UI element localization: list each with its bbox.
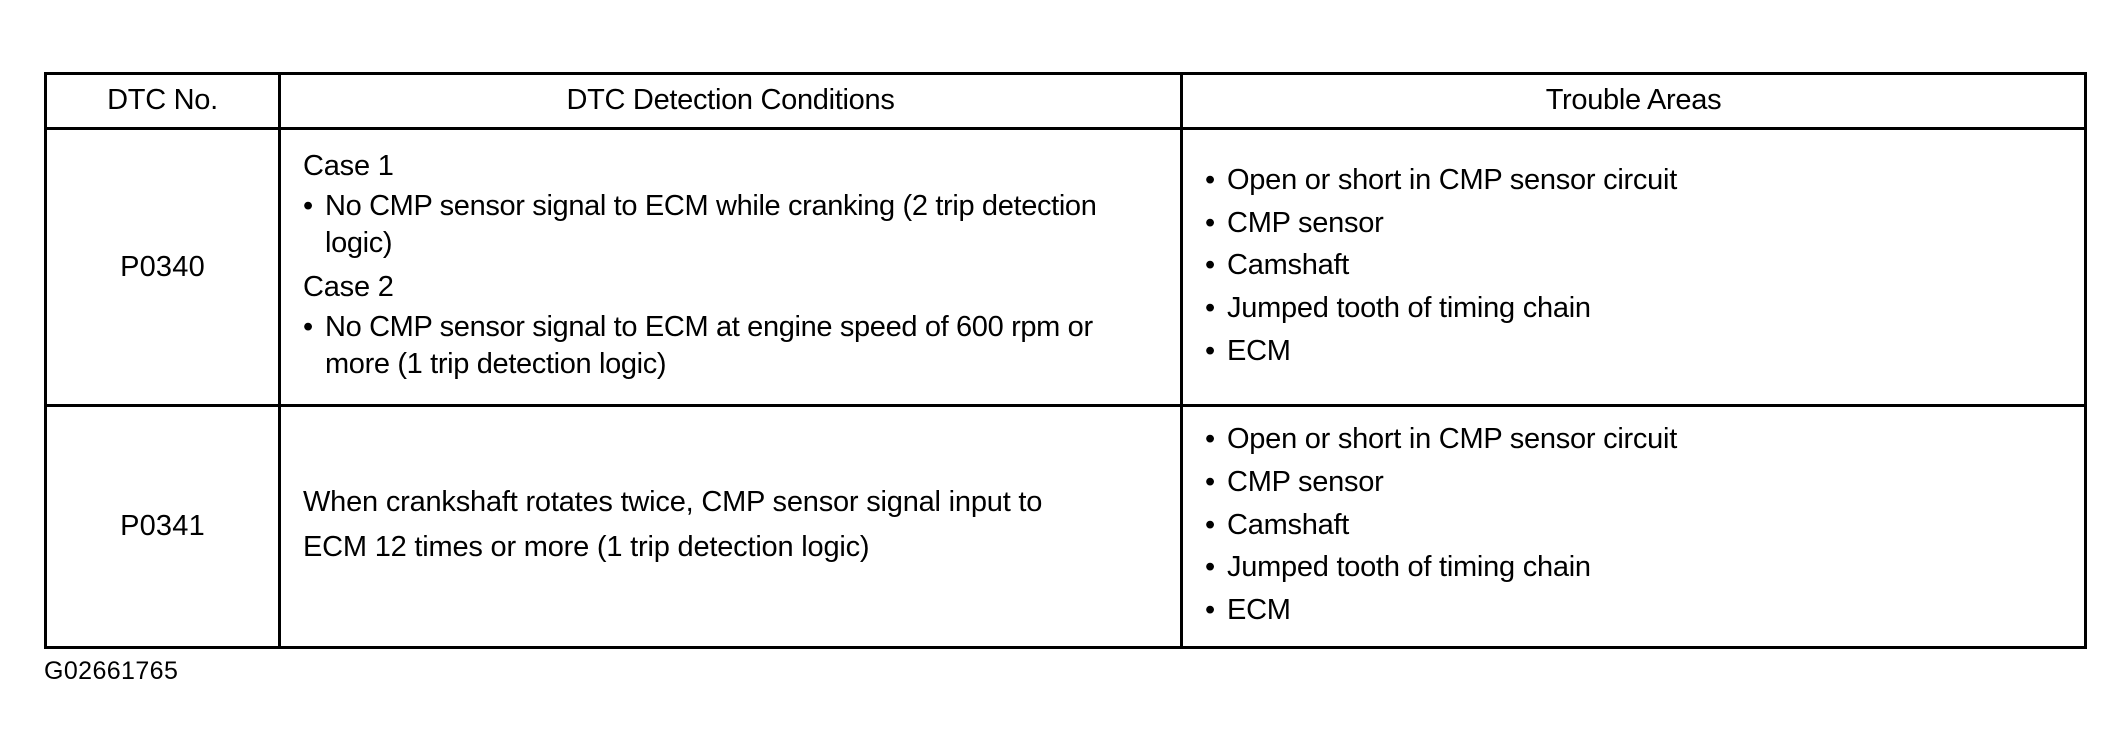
column-header-dtc-no: DTC No. xyxy=(44,72,281,130)
bullet-icon: • xyxy=(1205,334,1215,367)
condition-line: No CMP sensor signal to ECM at engine sp… xyxy=(325,310,1093,343)
table-body: P0340 Case 1 • No CMP sensor signal to E… xyxy=(44,126,2087,649)
condition-line: more (1 trip detection logic) xyxy=(325,348,667,381)
trouble-area-label: ECM xyxy=(1227,334,1291,367)
bullet-icon: • xyxy=(1205,423,1215,456)
bullet-icon: • xyxy=(1205,291,1215,324)
trouble-areas-cell: • Open or short in CMP sensor circuit • … xyxy=(1180,126,2087,408)
bullet-icon: • xyxy=(1205,508,1215,541)
bullet-icon: • xyxy=(1205,465,1215,498)
column-header-detection-conditions: DTC Detection Conditions xyxy=(278,72,1183,130)
trouble-area-item: • Camshaft xyxy=(1205,247,2062,285)
trouble-areas-list: • Open or short in CMP sensor circuit • … xyxy=(1205,162,2062,370)
condition-list: • No CMP sensor signal to ECM at engine … xyxy=(303,309,1158,384)
trouble-area-item: • Open or short in CMP sensor circuit xyxy=(1205,421,2062,459)
bullet-icon: • xyxy=(1205,249,1215,282)
detection-conditions-cell: When crankshaft rotates twice, CMP senso… xyxy=(278,404,1183,649)
trouble-area-label: Open or short in CMP sensor circuit xyxy=(1227,423,1678,456)
trouble-area-label: Camshaft xyxy=(1227,508,1350,541)
trouble-area-label: ECM xyxy=(1227,593,1291,626)
figure-id-label: G02661765 xyxy=(44,657,179,685)
bullet-icon: • xyxy=(303,310,313,343)
trouble-area-item: • Jumped tooth of timing chain xyxy=(1205,290,2062,328)
dtc-number-cell: P0340 xyxy=(44,126,281,408)
trouble-area-item: • Jumped tooth of timing chain xyxy=(1205,549,2062,587)
detection-conditions-cell: Case 1 • No CMP sensor signal to ECM whi… xyxy=(278,126,1183,408)
trouble-area-item: • CMP sensor xyxy=(1205,205,2062,243)
condition-paragraph: When crankshaft rotates twice, CMP senso… xyxy=(303,480,1158,570)
condition-line: When crankshaft rotates twice, CMP senso… xyxy=(303,486,1043,519)
trouble-area-item: • ECM xyxy=(1205,592,2062,630)
case-block: Case 2 • No CMP sensor signal to ECM at … xyxy=(303,269,1158,384)
case-label: Case 2 xyxy=(303,271,394,304)
trouble-area-item: • CMP sensor xyxy=(1205,464,2062,502)
trouble-area-label: Jumped tooth of timing chain xyxy=(1227,551,1591,584)
table-header: DTC No. DTC Detection Conditions Trouble… xyxy=(44,72,2087,130)
bullet-icon: • xyxy=(1205,551,1215,584)
condition-line: logic) xyxy=(325,227,393,260)
bullet-icon: • xyxy=(303,189,313,222)
case-label: Case 1 xyxy=(303,150,394,182)
table-header-row: DTC No. DTC Detection Conditions Trouble… xyxy=(44,72,2087,130)
trouble-area-label: CMP sensor xyxy=(1227,206,1384,239)
bullet-icon: • xyxy=(1205,206,1215,239)
trouble-area-item: • Camshaft xyxy=(1205,507,2062,545)
table-row: P0340 Case 1 • No CMP sensor signal to E… xyxy=(44,126,2087,408)
column-header-trouble-areas: Trouble Areas xyxy=(1180,72,2087,130)
trouble-area-label: Camshaft xyxy=(1227,249,1350,282)
table-row: P0341 When crankshaft rotates twice, CMP… xyxy=(44,404,2087,649)
trouble-area-item: • ECM xyxy=(1205,333,2062,371)
trouble-areas-list: • Open or short in CMP sensor circuit • … xyxy=(1205,421,2062,629)
condition-list-item: • No CMP sensor signal to ECM while cran… xyxy=(303,188,1158,263)
condition-list-item: • No CMP sensor signal to ECM at engine … xyxy=(303,309,1158,384)
dtc-table: DTC No. DTC Detection Conditions Trouble… xyxy=(44,72,2087,649)
bullet-icon: • xyxy=(1205,163,1215,196)
trouble-area-label: Open or short in CMP sensor circuit xyxy=(1227,163,1678,196)
condition-line: No CMP sensor signal to ECM while cranki… xyxy=(325,189,1097,222)
condition-line: ECM 12 times or more (1 trip detection l… xyxy=(303,531,870,564)
trouble-area-label: CMP sensor xyxy=(1227,465,1384,498)
case-block: Case 1 • No CMP sensor signal to ECM whi… xyxy=(303,148,1158,263)
trouble-areas-cell: • Open or short in CMP sensor circuit • … xyxy=(1180,404,2087,649)
trouble-area-label: Jumped tooth of timing chain xyxy=(1227,291,1591,324)
condition-list: • No CMP sensor signal to ECM while cran… xyxy=(303,188,1158,263)
trouble-area-item: • Open or short in CMP sensor circuit xyxy=(1205,162,2062,200)
bullet-icon: • xyxy=(1205,593,1215,626)
dtc-number-cell: P0341 xyxy=(44,404,281,649)
